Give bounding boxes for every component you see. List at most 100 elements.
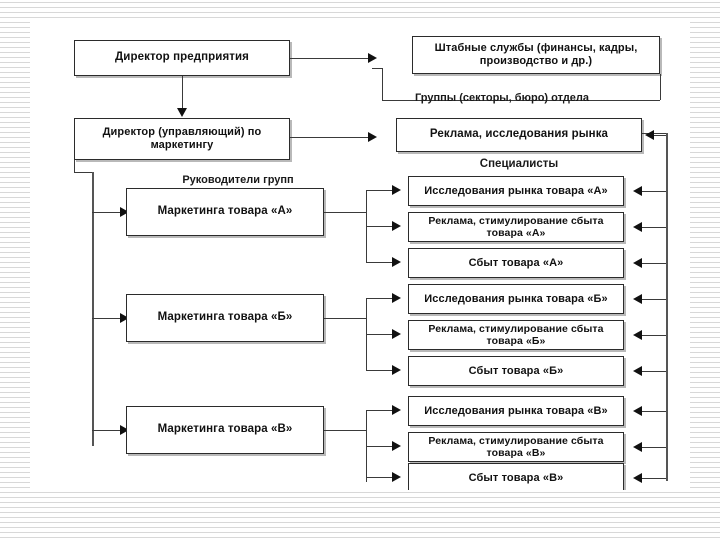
- caption-group-managers-text: Руководители групп: [182, 174, 294, 186]
- staff-bracket-stub: [372, 68, 382, 69]
- group-b-branch-2: [366, 334, 392, 335]
- staff-bracket-bottom: [382, 100, 660, 101]
- arrowhead-in-v-spec-3: [633, 473, 642, 483]
- group-b-branch-3: [366, 370, 392, 371]
- box-marketing-director[interactable]: Директор (управляющий) по маркетингу: [74, 118, 290, 160]
- arrowhead-in-advertising-research: [645, 130, 654, 140]
- left-bus-branch-v: [92, 430, 120, 431]
- arrowhead-in-a-spec-3: [633, 258, 642, 268]
- box-director[interactable]: Директор предприятия: [74, 40, 290, 76]
- slide-canvas: Директор предприятия Штабные службы (фин…: [30, 22, 690, 490]
- connector-director-down: [182, 76, 183, 108]
- box-group-manager-a-label: Маркетинга товара «А»: [157, 205, 293, 218]
- staff-bracket-right: [660, 74, 661, 100]
- group-b-out: [324, 318, 366, 319]
- box-spec-v-research-label: Исследования рынка товара «В»: [424, 404, 608, 417]
- caption-specialists: Специалисты: [396, 158, 642, 170]
- box-group-manager-b[interactable]: Маркетинга товара «Б»: [126, 294, 324, 342]
- box-spec-b-sales-label: Сбыт товара «Б»: [468, 364, 564, 377]
- box-staff-services[interactable]: Штабные службы (финансы, кадры, производ…: [412, 36, 660, 74]
- box-spec-v-advertising-label: Реклама, стимулирование сбыта товара «В»: [428, 434, 604, 459]
- box-group-manager-a[interactable]: Маркетинга товара «А»: [126, 188, 324, 236]
- connector-director-to-staff: [290, 58, 368, 59]
- box-spec-b-research[interactable]: Исследования рынка товара «Б»: [408, 284, 624, 314]
- arrowhead-v-spec-1: [392, 405, 401, 415]
- box-spec-a-research-label: Исследования рынка товара «А»: [424, 184, 608, 197]
- right-bus-top-cap: [642, 133, 666, 134]
- box-spec-a-research[interactable]: Исследования рынка товара «А»: [408, 176, 624, 206]
- left-bus-branch-a: [92, 212, 120, 213]
- left-bus-stub-down: [74, 160, 75, 172]
- box-group-manager-v[interactable]: Маркетинга товара «В»: [126, 406, 324, 454]
- arrowhead-a-spec-1: [392, 185, 401, 195]
- box-spec-v-research[interactable]: Исследования рынка товара «В»: [408, 396, 624, 426]
- arrowhead-b-spec-1: [392, 293, 401, 303]
- right-feed-v2: [642, 447, 666, 448]
- group-v-branch-3: [366, 477, 392, 478]
- group-a-out: [324, 212, 366, 213]
- right-feed-v3: [642, 478, 666, 479]
- right-feed-a3: [642, 263, 666, 264]
- arrowhead-director-to-staff: [368, 53, 377, 63]
- box-spec-a-advertising-label: Реклама, стимулирование сбыта товара «А»: [428, 214, 604, 239]
- right-feed-advert-research: [654, 135, 666, 136]
- arrowhead-in-b-spec-3: [633, 366, 642, 376]
- arrowhead-director-down: [177, 108, 187, 117]
- box-spec-a-sales-label: Сбыт товара «А»: [468, 256, 564, 269]
- arrowhead-in-b-spec-1: [633, 294, 642, 304]
- arrowhead-a-spec-2: [392, 221, 401, 231]
- group-b-branch-1: [366, 298, 392, 299]
- arrowhead-v-spec-3: [392, 472, 401, 482]
- group-v-out: [324, 430, 366, 431]
- right-feed-b2: [642, 335, 666, 336]
- box-group-manager-v-label: Маркетинга товара «В»: [157, 423, 293, 436]
- arrowhead-b-spec-3: [392, 365, 401, 375]
- group-v-branch-2: [366, 446, 392, 447]
- group-a-branch-3: [366, 262, 392, 263]
- group-v-branch-1: [366, 410, 392, 411]
- connector-marketing-to-advertising: [290, 137, 368, 138]
- caption-group-managers: Руководители групп: [126, 174, 350, 186]
- box-director-label: Директор предприятия: [115, 51, 249, 64]
- box-staff-services-label: Штабные службы (финансы, кадры, производ…: [434, 42, 638, 67]
- right-vertical-bus: [666, 133, 668, 481]
- right-feed-b1: [642, 299, 666, 300]
- right-feed-a2: [642, 227, 666, 228]
- staff-bracket-left: [382, 68, 383, 100]
- box-spec-b-research-label: Исследования рынка товара «Б»: [424, 292, 608, 305]
- arrowhead-v-spec-2: [392, 441, 401, 451]
- arrowhead-marketing-to-advertising: [368, 132, 377, 142]
- arrowhead-in-v-spec-2: [633, 442, 642, 452]
- box-spec-b-advertising-label: Реклама, стимулирование сбыта товара «Б»: [428, 322, 604, 347]
- box-spec-a-advertising[interactable]: Реклама, стимулирование сбыта товара «А»: [408, 212, 624, 242]
- left-vertical-bus: [92, 172, 94, 446]
- box-spec-v-advertising[interactable]: Реклама, стимулирование сбыта товара «В»: [408, 432, 624, 462]
- arrowhead-group-a: [120, 207, 129, 217]
- box-spec-v-sales-label: Сбыт товара «В»: [468, 471, 564, 484]
- arrowhead-group-b: [120, 313, 129, 323]
- caption-groups-of-department: Группы (секторы, бюро) отдела: [362, 92, 642, 104]
- left-bus-branch-b: [92, 318, 120, 319]
- box-spec-a-sales[interactable]: Сбыт товара «А»: [408, 248, 624, 278]
- arrowhead-b-spec-2: [392, 329, 401, 339]
- arrowhead-group-v: [120, 425, 129, 435]
- right-feed-a1: [642, 191, 666, 192]
- caption-specialists-text: Специалисты: [479, 158, 559, 170]
- right-feed-v1: [642, 411, 666, 412]
- arrowhead-in-a-spec-1: [633, 186, 642, 196]
- box-spec-b-advertising[interactable]: Реклама, стимулирование сбыта товара «Б»: [408, 320, 624, 350]
- arrowhead-a-spec-3: [392, 257, 401, 267]
- group-a-branch-2: [366, 226, 392, 227]
- caption-groups-text: Группы (секторы, бюро) отдела: [414, 92, 590, 104]
- arrowhead-in-v-spec-1: [633, 406, 642, 416]
- box-group-manager-b-label: Маркетинга товара «Б»: [157, 311, 293, 324]
- box-advertising-research-label: Реклама, исследования рынка: [429, 128, 609, 141]
- box-spec-v-sales[interactable]: Сбыт товара «В»: [408, 463, 624, 490]
- group-a-branch-1: [366, 190, 392, 191]
- box-spec-b-sales[interactable]: Сбыт товара «Б»: [408, 356, 624, 386]
- arrowhead-in-b-spec-2: [633, 330, 642, 340]
- arrowhead-in-a-spec-2: [633, 222, 642, 232]
- box-advertising-research[interactable]: Реклама, исследования рынка: [396, 118, 642, 152]
- left-bus-top: [74, 172, 92, 173]
- right-feed-b3: [642, 371, 666, 372]
